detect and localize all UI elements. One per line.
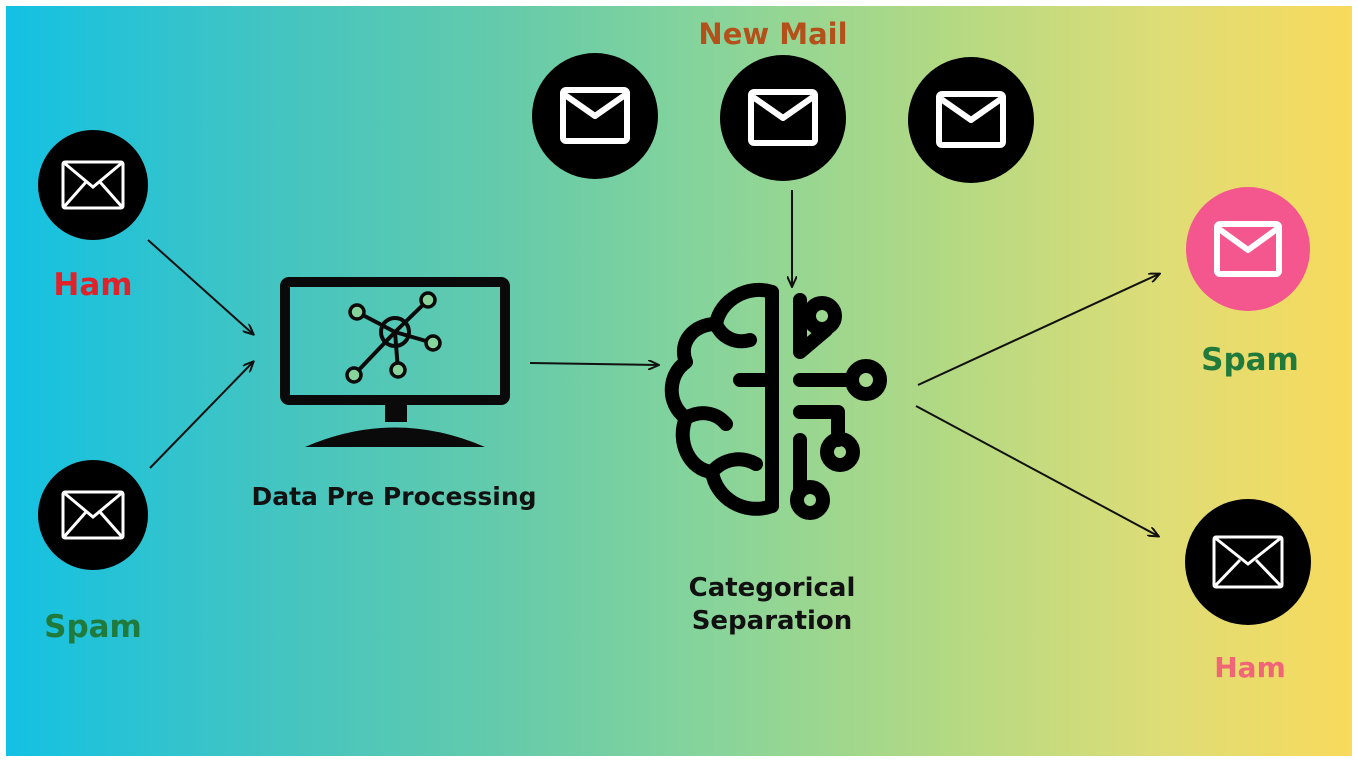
input-ham-mail-icon: [38, 130, 148, 240]
categorical-line-2: Separation: [691, 605, 853, 636]
new-mail-title: New Mail: [698, 17, 848, 51]
new-mail-icon-2: [720, 55, 846, 181]
categorical-line-1: Categorical: [688, 573, 856, 603]
output-spam-label: Spam: [1201, 342, 1299, 378]
arrow-brain-to-spam: [917, 274, 1159, 386]
arrow-preprocessing-to-brain: [529, 363, 658, 365]
arrow-spam-to-preprocessing: [149, 362, 253, 469]
monitor-network-icon: [280, 277, 510, 447]
output-spam-mail-icon: [1186, 187, 1310, 311]
arrow-ham-to-preprocessing: [147, 239, 253, 334]
input-spam-mail-icon: [38, 460, 148, 570]
brain-circuit-icon: [664, 282, 887, 520]
arrow-brain-to-ham: [915, 405, 1158, 536]
output-ham-mail-icon: [1185, 499, 1311, 625]
new-mail-icon-1: [532, 53, 658, 179]
output-ham-label: Ham: [1214, 651, 1286, 684]
input-spam-label: Spam: [44, 609, 142, 645]
new-mail-icon-3: [908, 57, 1034, 183]
preprocessing-label: Data Pre Processing: [251, 482, 537, 511]
categorical-separation-label: Categorical Separation: [689, 572, 856, 637]
input-ham-label: Ham: [53, 267, 133, 303]
